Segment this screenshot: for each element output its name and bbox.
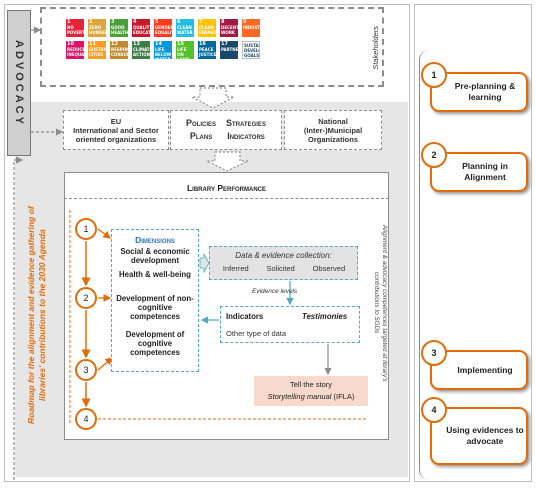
- org-eu-label: EU International and Sector oriented org…: [73, 116, 159, 144]
- step-3-dim-arrow: [97, 357, 113, 371]
- sdg-tile-13: 13CLIMATE ACTION: [132, 41, 150, 59]
- sdg-tile-1: 1NO POVERTY: [66, 19, 84, 37]
- dimensions-title: Dimensions: [135, 235, 175, 245]
- alignment-label: Alignment & advocacy competences targete…: [373, 224, 388, 382]
- sdg-tile-17: 17PARTNERSHIPS: [220, 41, 238, 59]
- advocacy-banner: ADVOCACY: [7, 10, 31, 156]
- data-item-inferred: Inferred: [222, 264, 249, 273]
- step-1-dim-arrow: [97, 228, 112, 239]
- roadmap-step-3: 3: [75, 359, 97, 381]
- advocacy-label: ADVOCACY: [13, 39, 25, 127]
- data-item-observed: Observed: [312, 264, 346, 273]
- roadmap-step-1: 1: [75, 218, 97, 240]
- strategies-label: Strategies: [226, 118, 266, 128]
- data-collection-title: Data & evidence collection:: [235, 251, 332, 260]
- library-performance-title: Library Performance: [186, 183, 266, 193]
- org-eu-international: EU International and Sector oriented org…: [63, 110, 169, 150]
- indicators-org-label: Indicators: [227, 131, 265, 141]
- phase-number-4: 4: [421, 397, 447, 423]
- plans-label: Plans: [189, 131, 213, 141]
- orgs-down-arrow: [206, 151, 249, 172]
- policies-label: Policies: [186, 118, 217, 128]
- phase-box-4: Using evidences to advocate: [430, 407, 528, 465]
- phases-bracket: [419, 50, 429, 480]
- data-collection-items: Inferred Solicited Observed: [214, 264, 354, 273]
- dimensions-box: [111, 229, 199, 372]
- phase-number-2: 2: [421, 142, 447, 168]
- divider: [64, 198, 389, 199]
- dimension-item: Health & well-being: [119, 270, 191, 279]
- sdg-tile-4: 4QUALITY EDUCATION: [132, 19, 150, 37]
- tell-story-label: Tell the story: [289, 380, 333, 389]
- roadmap-step-2: 2: [75, 287, 97, 309]
- other-data-label: Other type of data: [226, 329, 287, 338]
- dimension-item: Development of cognitive competences: [125, 330, 185, 357]
- org-policies-strategies: Policies Strategies Plans Indicators: [170, 110, 282, 150]
- org-national-label: National (Inter-)Municipal Organizations: [303, 116, 363, 144]
- sdg-tile-10: 10REDUCED INEQUALITIES: [66, 41, 84, 59]
- data-item-solicited: Solicited: [266, 264, 295, 273]
- sdg-tile-11: 11SUSTAINABLE CITIES: [88, 41, 106, 59]
- dimension-item: Social & economic development: [120, 247, 190, 265]
- sdg-tile-12: 12RESPONSIBLE CONSUMPTION: [110, 41, 128, 59]
- sdg-goals-logo: SUSTAINABLE DEVELOPMENT GOALS: [242, 41, 260, 59]
- phase-number-1: 1: [421, 62, 447, 88]
- feedback-arrow: [13, 156, 24, 480]
- phase-number-3: 3: [421, 340, 447, 366]
- org-national-municipal: National (Inter-)Municipal Organizations: [284, 110, 382, 150]
- indicators-label: Indicators: [226, 312, 264, 321]
- phase-box-3: Implementing: [430, 350, 528, 390]
- dimension-item: Development of non-cognitive competences: [116, 294, 194, 321]
- sdg-down-arrow: [191, 87, 235, 109]
- story-box: [254, 376, 368, 406]
- sdg-tile-9: 9INDUSTRY: [242, 19, 260, 37]
- storytelling-manual-label: Storytelling manual (IFLA): [267, 392, 355, 401]
- testimonies-label: Testimonies: [302, 312, 348, 321]
- evidence-levels-label: Evidence levels: [252, 288, 298, 295]
- roadmap-step-4: 4: [75, 408, 97, 430]
- dim-to-data-arrow: [199, 252, 210, 274]
- data-collection-box: [209, 246, 358, 280]
- indicators-box: [220, 306, 360, 343]
